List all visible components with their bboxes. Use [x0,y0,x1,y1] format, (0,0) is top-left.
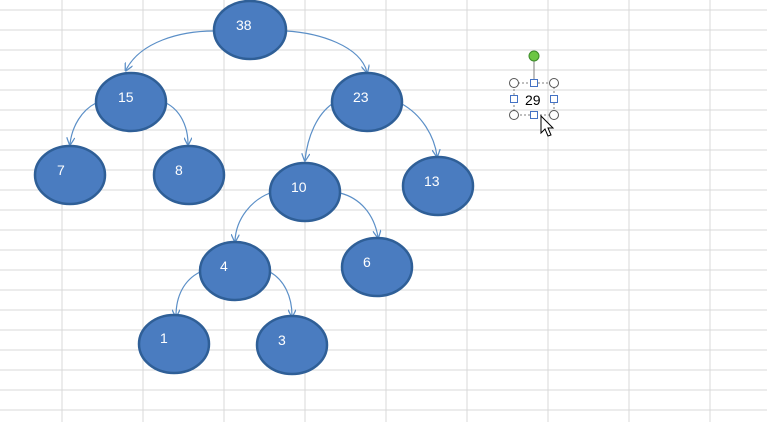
resize-handle-bottom-right[interactable] [549,110,559,120]
rotate-handle-icon[interactable] [528,50,540,62]
tree-node-1[interactable]: 1 [137,313,211,375]
resize-handle-bottom-left[interactable] [509,110,519,120]
tree-node-15[interactable]: 15 [94,71,168,133]
tree-node-4[interactable]: 4 [198,240,272,302]
node-label: 13 [424,173,440,189]
edge-15-7[interactable] [70,102,97,144]
edge-4-1[interactable] [176,271,201,316]
mouse-pointer-icon [540,114,555,137]
node-label: 6 [363,254,371,270]
tree-node-8[interactable]: 8 [152,144,226,206]
edge-38-23[interactable] [285,30,367,72]
resize-handle-top-left[interactable] [509,78,519,88]
node-label: 38 [236,17,252,33]
node-label: 7 [57,162,65,178]
node-label: 3 [278,332,286,348]
resize-handle-left[interactable] [510,95,518,103]
node-label: 1 [160,330,168,346]
tree-node-6[interactable]: 6 [340,236,414,298]
node-label: 15 [118,89,134,105]
tree-node-13[interactable]: 13 [401,155,475,217]
edge-23-10[interactable] [305,103,333,160]
edge-15-8[interactable] [165,102,188,144]
tree-node-23[interactable]: 23 [330,71,404,133]
edge-38-15[interactable] [126,30,215,70]
selected-shape-label: 29 [525,92,541,108]
edge-23-13[interactable] [401,103,437,156]
edge-4-3[interactable] [269,271,292,316]
node-label: 23 [353,89,369,105]
tree-node-7[interactable]: 7 [33,144,107,206]
node-label: 4 [220,258,228,274]
node-label: 8 [175,162,183,178]
edge-10-4[interactable] [235,192,271,241]
tree-node-3[interactable]: 3 [255,314,329,376]
resize-handle-bottom[interactable] [530,111,538,119]
resize-handle-top-right[interactable] [549,78,559,88]
tree-node-10[interactable]: 10 [268,161,342,223]
tree-node-38[interactable]: 38 [212,0,288,61]
resize-handle-top[interactable] [530,79,538,87]
edge-10-6[interactable] [339,192,378,237]
node-label: 10 [291,179,307,195]
resize-handle-right[interactable] [550,95,558,103]
selected-shape[interactable]: 29 [509,50,559,120]
